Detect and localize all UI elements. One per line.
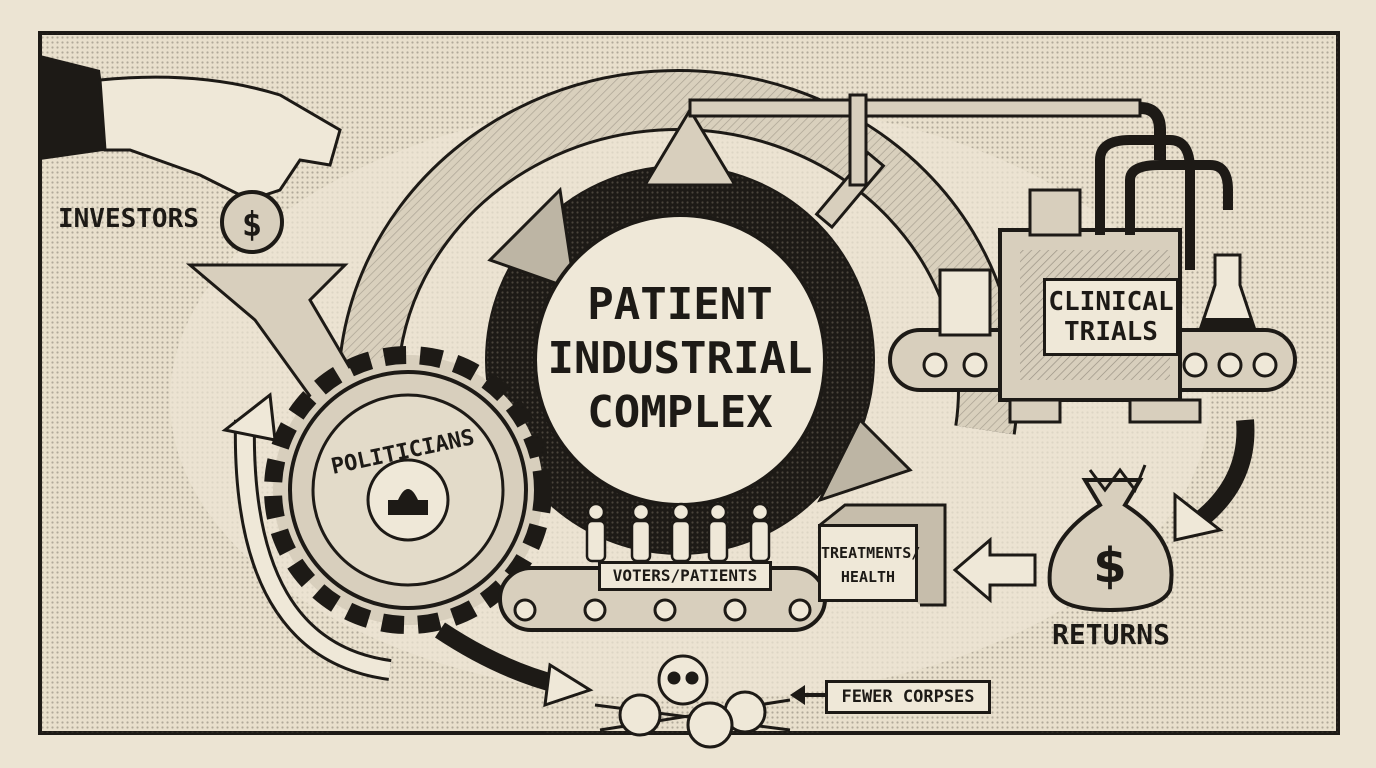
fewer-corpses-label: FEWER CORPSES <box>825 680 991 714</box>
lever-icon <box>642 93 1166 230</box>
page-title: PATIENT INDUSTRIAL COMPLEX <box>545 278 815 440</box>
gear-icon <box>264 346 552 634</box>
label-line: TREATMENTS/ <box>821 544 921 562</box>
pipe-icon <box>688 98 1142 118</box>
investors-label: INVESTORS <box>58 204 199 234</box>
arrow-icon <box>790 685 805 705</box>
arrow-icon <box>817 417 913 503</box>
title-line: INDUSTRIAL <box>547 333 813 384</box>
label-line: HEALTH <box>840 568 896 586</box>
arrow-icon <box>1194 419 1255 528</box>
arrow-icon <box>487 186 577 293</box>
returns-label: RETURNS <box>1052 618 1171 651</box>
clinical-trials-label: CLINICAL TRIALS <box>1043 278 1179 356</box>
person-icon <box>585 502 771 563</box>
hand-icon <box>40 55 342 202</box>
label-line: CLINICAL <box>1048 287 1174 317</box>
arrow-icon <box>952 536 1037 604</box>
title-line: PATIENT <box>587 279 773 330</box>
skull-icon <box>594 654 791 749</box>
bag-symbol: $ <box>1093 538 1126 594</box>
money-bag-icon <box>1047 464 1174 613</box>
title-line: COMPLEX <box>587 387 773 438</box>
coin-symbol: $ <box>242 205 262 245</box>
label-line: TRIALS <box>1064 317 1158 347</box>
coin-icon <box>220 190 284 254</box>
treatments-health-label: TREATMENTS/ HEALTH <box>818 524 921 602</box>
voters-patients-label: VOTERS/PATIENTS <box>598 561 772 591</box>
beaker-icon <box>938 268 992 337</box>
